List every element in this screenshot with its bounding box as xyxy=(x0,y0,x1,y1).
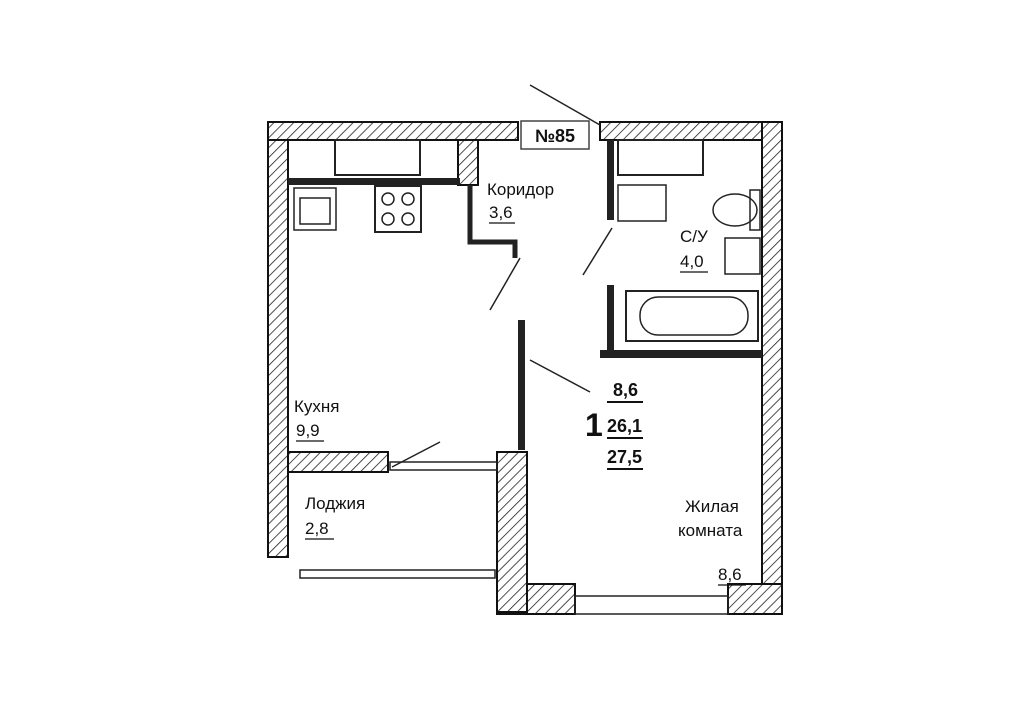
corridor-wall xyxy=(467,185,518,258)
window-living xyxy=(574,595,729,615)
room-name-corridor: Коридор xyxy=(487,180,554,199)
bathtub-inner xyxy=(639,296,749,336)
bathtub xyxy=(625,290,759,342)
room-name-kitchen: Кухня xyxy=(294,397,340,416)
kitchen-counter xyxy=(288,178,460,185)
summary-total-living-area: 26,1 xyxy=(607,416,642,436)
apartment-number-badge xyxy=(520,120,590,150)
burner-icon xyxy=(381,212,395,226)
rooms-count: 1 xyxy=(585,407,603,443)
bathroom-door xyxy=(582,227,613,276)
wall-living-left xyxy=(496,451,528,613)
wall-bathroom-left-low xyxy=(607,285,614,355)
burner-icon xyxy=(381,192,395,206)
apartment-number: №85 xyxy=(535,126,575,146)
window-kitchen xyxy=(334,139,421,176)
room-name-living-line2: комната xyxy=(678,521,743,540)
room-area-corridor: 3,6 xyxy=(489,203,513,222)
kitchen-door xyxy=(489,257,521,311)
living-door xyxy=(529,359,591,393)
burner-icon xyxy=(401,212,415,226)
wall-left xyxy=(267,121,289,558)
washbasin xyxy=(724,237,761,275)
wall-kitchen-loggia xyxy=(287,451,389,473)
loggia-doorway xyxy=(389,461,498,471)
wall-bathroom-left xyxy=(607,140,614,220)
room-name-living-line1: Жилая xyxy=(685,497,739,516)
entry-door xyxy=(529,84,601,126)
room-area-loggia: 2,8 xyxy=(305,519,329,538)
stove xyxy=(374,185,422,233)
room-name-bathroom: С/У xyxy=(680,227,708,246)
kitchen-sink-basin xyxy=(299,197,331,225)
toilet-icon xyxy=(712,193,758,227)
room-area-living: 8,6 xyxy=(718,565,742,584)
washing-machine xyxy=(617,184,667,222)
summary-living-area: 8,6 xyxy=(613,380,638,400)
wall-right xyxy=(761,121,783,603)
kitchen-sink xyxy=(293,187,337,231)
room-area-bathroom: 4,0 xyxy=(680,252,704,271)
wall-bottom-right xyxy=(727,583,783,615)
wall-bathroom-bottom xyxy=(600,350,762,358)
living-partition xyxy=(518,320,525,450)
summary-total-area: 27,5 xyxy=(607,447,642,467)
wall-top-right xyxy=(599,121,783,141)
loggia-door xyxy=(391,441,441,468)
window-bath xyxy=(617,139,704,176)
window-loggia xyxy=(299,569,496,579)
room-area-kitchen: 9,9 xyxy=(296,421,320,440)
toilet-tank xyxy=(749,189,761,231)
wall-kitchen-corridor xyxy=(457,139,479,186)
room-name-loggia: Лоджия xyxy=(305,494,365,513)
wall-top-left xyxy=(267,121,519,141)
burner-icon xyxy=(401,192,415,206)
